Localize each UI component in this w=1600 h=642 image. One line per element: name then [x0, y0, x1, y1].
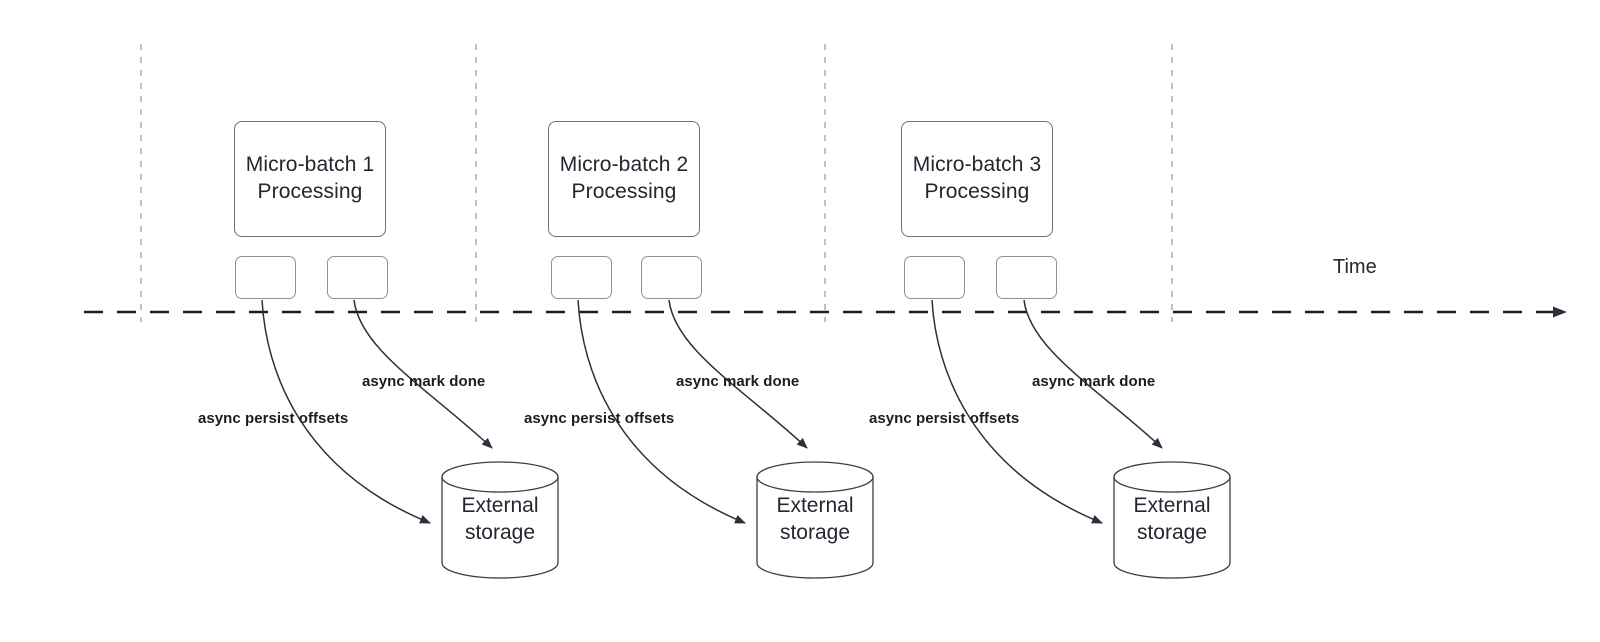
micro-batch-processing-box-2[interactable]: Micro-batch 2 Processing: [548, 121, 700, 237]
external-storage-node-3[interactable]: External storage: [1114, 462, 1230, 578]
external-storage-node-2[interactable]: External storage: [757, 462, 873, 578]
external-storage-shape-2: [756, 461, 874, 579]
external-storage-node-1[interactable]: External storage: [442, 462, 558, 578]
cylinder-body: [756, 476, 874, 579]
persist-offsets-edge-1: [261, 299, 431, 524]
async-mark-done-label-2: async mark done: [676, 373, 800, 390]
persist-offsets-task-2[interactable]: [551, 256, 612, 299]
micro-batch-processing-box-1[interactable]: Micro-batch 1 Processing: [234, 121, 386, 237]
cylinder-top: [756, 461, 874, 493]
async-persist-offsets-label-3: async persist offsets: [869, 410, 1020, 427]
mark-done-task-1[interactable]: [327, 256, 388, 299]
cylinder-top: [1113, 461, 1231, 493]
external-storage-label: External storage: [1133, 494, 1211, 545]
micro-batch-processing-label: Micro-batch 2 Processing: [559, 153, 689, 203]
mark-done-task-2[interactable]: [641, 256, 702, 299]
mark-done-edge-3: [1023, 299, 1163, 449]
external-storage-shape-3: [1113, 461, 1231, 579]
external-storage-label: External storage: [776, 494, 854, 545]
persist-offsets-task-1[interactable]: [235, 256, 296, 299]
cylinder-top: [441, 461, 559, 493]
micro-batch-processing-label: Micro-batch 1 Processing: [245, 153, 375, 203]
mark-done-edge-1: [353, 299, 493, 449]
storage-shapes-group: [441, 461, 1231, 579]
cylinder-body: [441, 476, 559, 579]
async-mark-done-label-1: async mark done: [362, 373, 486, 390]
async-persist-offsets-label-2: async persist offsets: [524, 410, 675, 427]
mark-done-task-3[interactable]: [996, 256, 1057, 299]
async-mark-done-label-3: async mark done: [1032, 373, 1156, 390]
mark-done-edge-2: [668, 299, 808, 449]
cylinder-body: [1113, 476, 1231, 579]
persist-offsets-edge-2: [577, 299, 746, 524]
micro-batch-processing-box-3[interactable]: Micro-batch 3 Processing: [901, 121, 1053, 237]
async-persist-offsets-label-1: async persist offsets: [198, 410, 349, 427]
persist-offsets-task-3[interactable]: [904, 256, 965, 299]
time-axis-label: Time: [1333, 256, 1377, 278]
connectors-group: [261, 299, 1163, 524]
persist-offsets-edge-3: [931, 299, 1103, 524]
external-storage-label: External storage: [461, 494, 539, 545]
external-storage-shape-1: [441, 461, 559, 579]
micro-batch-processing-label: Micro-batch 3 Processing: [912, 153, 1042, 203]
